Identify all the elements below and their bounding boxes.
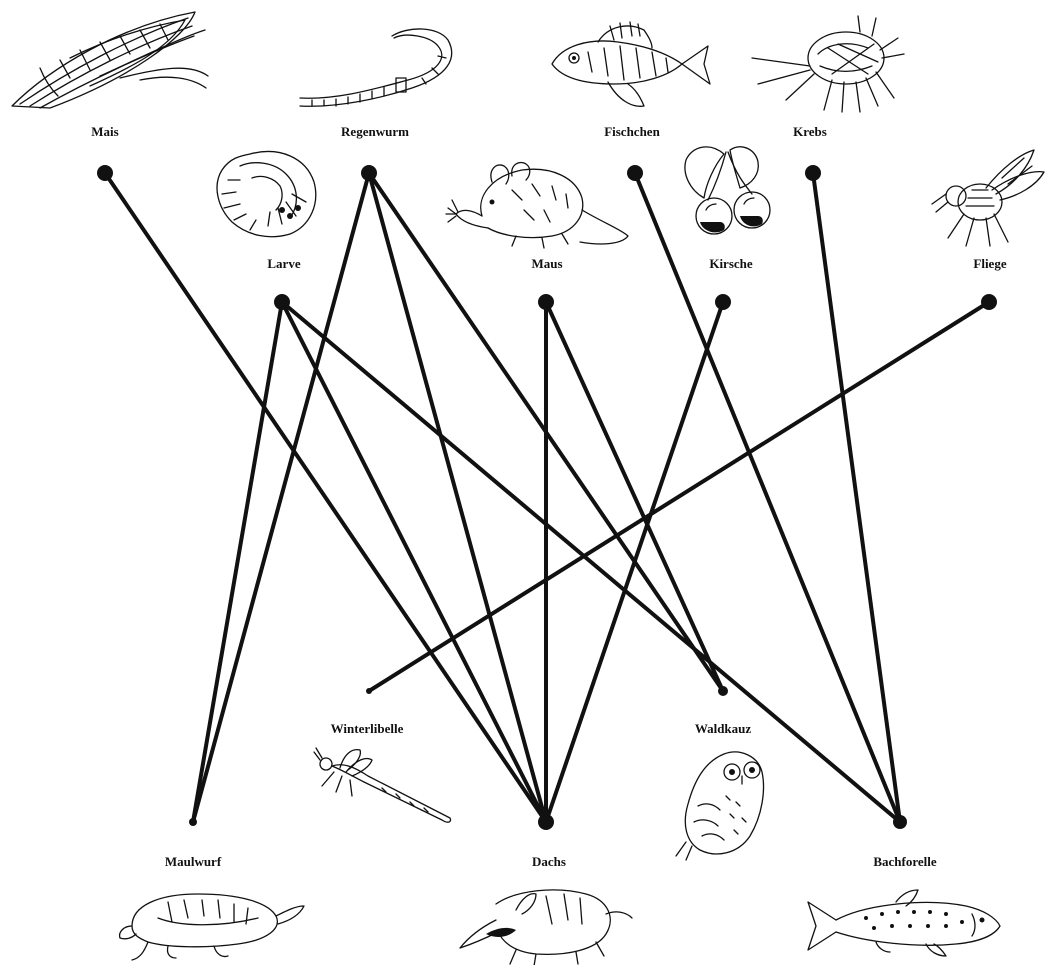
- label-kirsche: Kirsche: [709, 256, 753, 271]
- mouse-icon: [446, 163, 628, 249]
- label-krebs: Krebs: [793, 124, 827, 139]
- badger-icon: [460, 890, 632, 965]
- label-winterlibelle: Winterlibelle: [331, 721, 404, 736]
- node-dot-maulwurf: [189, 818, 197, 826]
- label-maus: Maus: [531, 256, 562, 271]
- node-dot-mais: [97, 165, 113, 181]
- crustacean-icon: [752, 16, 904, 112]
- corn-cob-icon: [12, 12, 208, 108]
- link-larve-dachs: [282, 302, 546, 822]
- grub-larva-icon: [217, 152, 316, 237]
- label-bachforelle: Bachforelle: [873, 854, 937, 869]
- label-regenwurm: Regenwurm: [341, 124, 409, 139]
- label-fliege: Fliege: [973, 256, 1006, 271]
- node-dot-dachs: [538, 814, 554, 830]
- link-fliege-winterlibelle: [369, 302, 989, 691]
- link-krebs-bachforelle: [813, 173, 900, 822]
- fly-icon: [932, 150, 1044, 246]
- node-dot-waldkauz: [718, 686, 728, 696]
- trout-icon: [808, 890, 1000, 956]
- node-dot-fliege: [981, 294, 997, 310]
- node-dot-larve: [274, 294, 290, 310]
- link-larve-bachforelle: [282, 302, 900, 822]
- node-dot-bachforelle: [893, 815, 907, 829]
- label-mais: Mais: [91, 124, 118, 139]
- earthworm-icon: [300, 29, 452, 106]
- node-dot-winterlibelle: [366, 688, 372, 694]
- owl-icon: [676, 752, 764, 860]
- link-maus-waldkauz: [546, 302, 723, 691]
- node-dot-fischchen: [627, 165, 643, 181]
- label-maulwurf: Maulwurf: [165, 854, 222, 869]
- label-larve: Larve: [267, 256, 300, 271]
- small-fish-icon: [552, 22, 710, 106]
- node-dot-regenwurm: [361, 165, 377, 181]
- node-dot-maus: [538, 294, 554, 310]
- damselfly-icon: [314, 748, 451, 822]
- link-larve-maulwurf: [193, 302, 282, 822]
- label-waldkauz: Waldkauz: [695, 721, 752, 736]
- node-dot-kirsche: [715, 294, 731, 310]
- labels-layer: Mais Regenwurm Fischchen Krebs Larve Mau…: [91, 124, 1007, 869]
- node-dot-krebs: [805, 165, 821, 181]
- mole-icon: [120, 894, 304, 960]
- label-dachs: Dachs: [532, 854, 566, 869]
- illustrations-layer: [12, 12, 1044, 965]
- cherries-icon: [685, 147, 770, 234]
- label-fischchen: Fischchen: [604, 124, 660, 139]
- link-mais-dachs: [105, 173, 546, 822]
